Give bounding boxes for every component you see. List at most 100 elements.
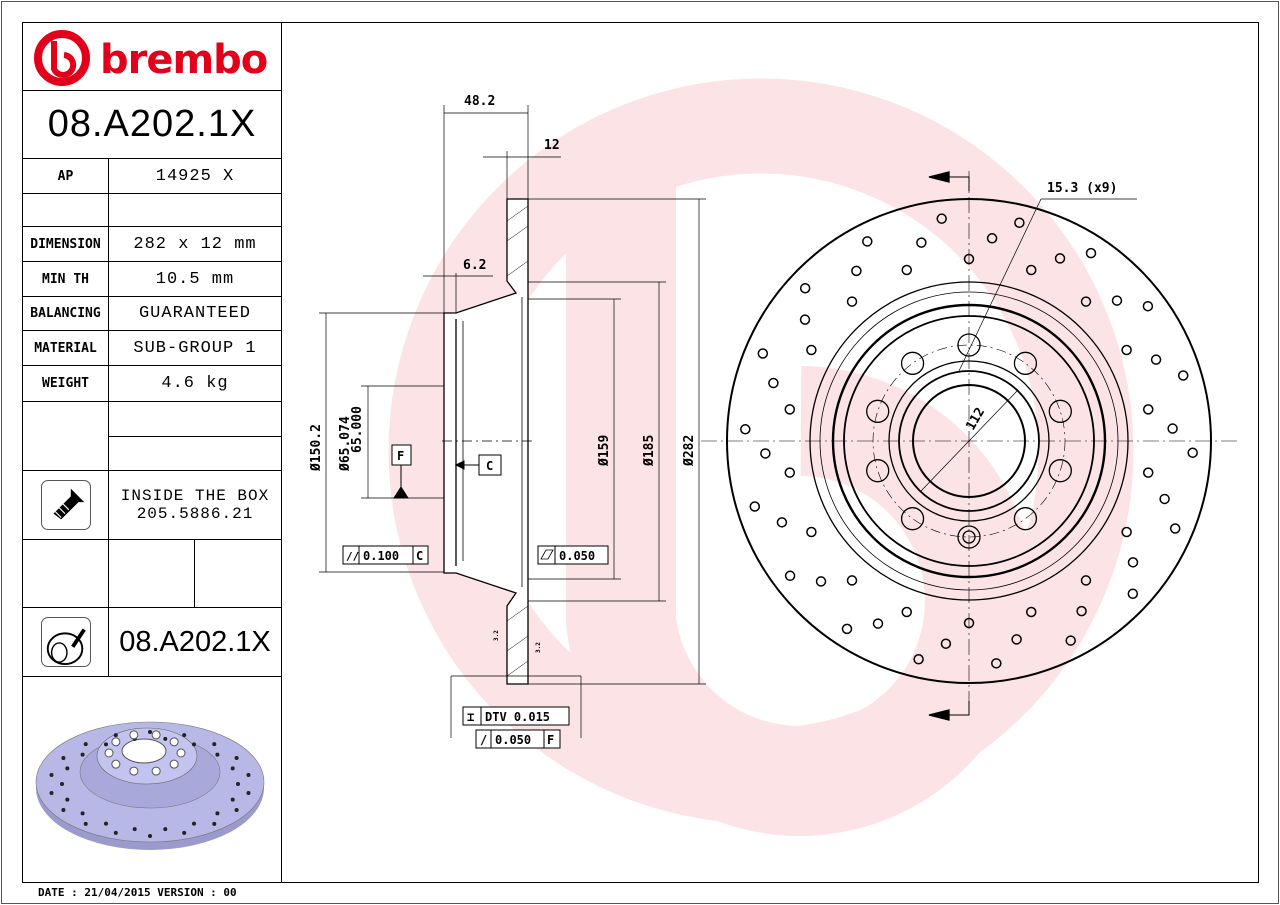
dim-d282: Ø282 (682, 435, 697, 467)
spec-label: AP (23, 159, 109, 193)
render-hole (132, 826, 137, 831)
render-hole (104, 741, 108, 746)
disc-render-image (35, 721, 265, 850)
dim-d159: Ø159 (597, 435, 612, 467)
dim-d150: Ø150.2 (309, 424, 324, 472)
render-hole (192, 821, 196, 826)
inside-box-code: 205.5886.21 (136, 505, 254, 523)
drill-hole (799, 314, 811, 325)
drill-hole (1085, 247, 1097, 259)
render-row (23, 677, 281, 884)
drill-hole (1080, 296, 1092, 307)
drill-hole (1177, 370, 1189, 381)
drill-hole (784, 404, 796, 415)
drill-hole (784, 467, 796, 478)
render-hole (148, 729, 152, 734)
svg-text:⌶: ⌶ (467, 710, 474, 724)
datum-c: C (486, 459, 493, 473)
spec-label: BALANCING (23, 296, 109, 330)
drill-hole (1054, 253, 1066, 264)
spec-label (23, 193, 109, 226)
svg-text:0.100: 0.100 (363, 549, 399, 563)
bolt-hole (957, 333, 981, 357)
drill-hole (799, 282, 811, 294)
svg-text:0.050: 0.050 (495, 733, 531, 747)
spec-value: GUARANTEED (138, 303, 252, 323)
svg-text:C: C (416, 549, 423, 563)
drill-hole (760, 448, 771, 459)
bolt-hole (1048, 399, 1072, 423)
drill-hole (862, 236, 873, 247)
bolt-hole (866, 459, 890, 483)
footer-date-version: DATE : 21/04/2015 VERSION : 00 (38, 886, 237, 899)
render-bolt-hole (176, 748, 186, 757)
drill-hole (1025, 264, 1037, 276)
drill-hole (1076, 605, 1087, 617)
drill-hole (963, 253, 975, 265)
drill-hole (991, 658, 1002, 669)
svg-text:DTV 0.015: DTV 0.015 (485, 710, 550, 724)
drill-hole (740, 424, 751, 435)
drill-hole (815, 576, 827, 587)
logo-row: brembo (23, 23, 281, 91)
drill-hole (1127, 588, 1139, 600)
roughness-left: 3.2 (493, 630, 500, 641)
render-hole (182, 732, 187, 737)
render-hole (163, 736, 168, 741)
render-hole (246, 772, 251, 777)
blank-row-2 (23, 540, 281, 608)
kit-row: 08.A202.1X (23, 608, 281, 677)
brembo-logo: brembo (34, 29, 268, 86)
spec-label: WEIGHT (23, 365, 109, 401)
technical-drawing: 48.2 12 6.2 Ø150.2 Ø65.074 65.000 Ø159 Ø… (281, 22, 1259, 883)
render-bolt-hole (169, 736, 179, 746)
render-hole (65, 765, 70, 770)
svg-text:0.050: 0.050 (559, 549, 595, 563)
bolt-hole (1013, 507, 1038, 531)
drawing-canvas: 48.2 12 6.2 Ø150.2 Ø65.074 65.000 Ø159 Ø… (309, 78, 1237, 836)
dim-d65a: Ø65.074 (338, 416, 353, 472)
drill-hole (963, 617, 975, 629)
render-bolt-hole (111, 736, 121, 746)
spec-value: 282 x 12 mm (133, 234, 257, 254)
drill-hole (768, 377, 779, 389)
dim-d185: Ø185 (642, 435, 657, 467)
bolt-hole (962, 530, 976, 544)
spec-row: BALANCING GUARANTEED (23, 296, 281, 331)
part-number: 08.A202.1X (47, 103, 257, 145)
svg-text:/: / (480, 733, 487, 747)
drill-hole (1159, 493, 1170, 505)
render-bolt-hole (104, 748, 114, 757)
tolerance-flatness: 0.050 (537, 545, 609, 565)
dim-hat: 6.2 (463, 258, 486, 273)
render-hole (163, 826, 168, 831)
bolt-hole (1048, 459, 1072, 483)
spec-value: 10.5 mm (155, 269, 235, 289)
roughness-right: 3.2 (535, 642, 542, 653)
drill-hole (1011, 634, 1022, 645)
brembo-watermark (388, 78, 1134, 836)
drill-hole (913, 654, 924, 665)
drill-hole (749, 501, 761, 512)
render-bolt-hole (169, 759, 179, 769)
drill-hole (1127, 557, 1139, 568)
drill-hole (1065, 635, 1076, 646)
drill-hole (1025, 606, 1037, 618)
drill-hole (1169, 523, 1181, 534)
render-hole (49, 772, 54, 777)
drill-hole (784, 570, 796, 582)
dim-thickness: 12 (544, 138, 560, 153)
drill-hole (776, 517, 788, 528)
drill-hole (1167, 423, 1178, 434)
drill-hole (916, 237, 927, 248)
render-hole (192, 741, 196, 746)
dim-width: 48.2 (464, 94, 495, 109)
render-hole (80, 752, 85, 757)
render-hole (83, 821, 88, 826)
drill-hole (806, 344, 817, 356)
